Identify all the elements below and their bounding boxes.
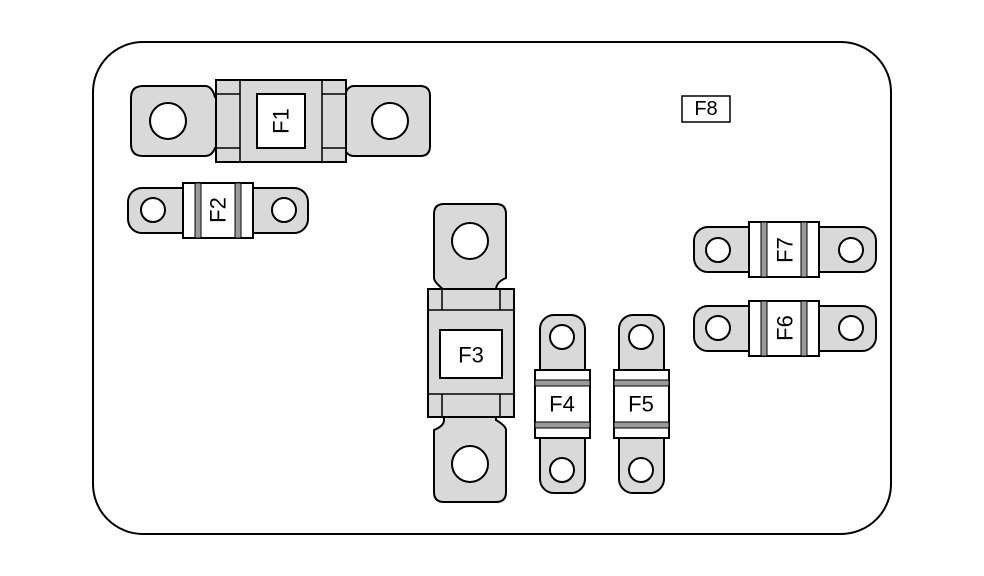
fuse-f1-label-box (256, 93, 306, 149)
fuse-f5-label: F5 (628, 392, 654, 417)
fuse-f3: F3 (427, 203, 515, 503)
fuse-f2: F2 (127, 182, 309, 239)
fuse-f6: F6 (693, 300, 877, 357)
fuse-f3-label: F3 (458, 343, 484, 368)
fuse-f3-label-box (439, 329, 503, 379)
fuse-f4: F4 (534, 314, 591, 494)
fuse-f2-bolt-hole-left (140, 197, 166, 223)
fuse-f6-bolt-hole-right (838, 315, 864, 341)
fuse-f5: F5 (613, 314, 670, 494)
fuse-box-outline (92, 41, 892, 535)
fuse-f3-bolt-hole-top (451, 222, 489, 260)
fuse-f1-bolt-hole-right (371, 102, 409, 140)
fuse-f8: F8 (681, 95, 731, 123)
fuse-f1-bolt-hole-left (149, 102, 187, 140)
fuse-f3-bolt-hole-bottom (451, 445, 489, 483)
fuse-f7-bolt-hole-right (838, 237, 864, 263)
fuse-f8-label: F8 (694, 98, 717, 120)
fuse-f1: F1 (130, 79, 431, 163)
fuse-f2-label: F2 (206, 197, 231, 223)
fuse-f5-bolt-hole-top (628, 324, 654, 350)
fuse-f6-bolt-hole-left (705, 315, 731, 341)
fuse-f2-bolt-hole-right (271, 197, 297, 223)
fuse-f1-label: F1 (269, 108, 294, 134)
fuse-f7: F7 (693, 221, 877, 278)
fuse-f4-label: F4 (549, 392, 575, 417)
fuse-f7-label: F7 (773, 237, 798, 263)
fuse-f4-bolt-hole-bottom (549, 457, 575, 483)
fuse-f7-bolt-hole-left (705, 237, 731, 263)
fuse-f6-label: F6 (773, 315, 798, 341)
fuse-f4-bolt-hole-top (549, 324, 575, 350)
fuse-f5-bolt-hole-bottom (628, 457, 654, 483)
fuse-f8-label-box (681, 95, 731, 123)
